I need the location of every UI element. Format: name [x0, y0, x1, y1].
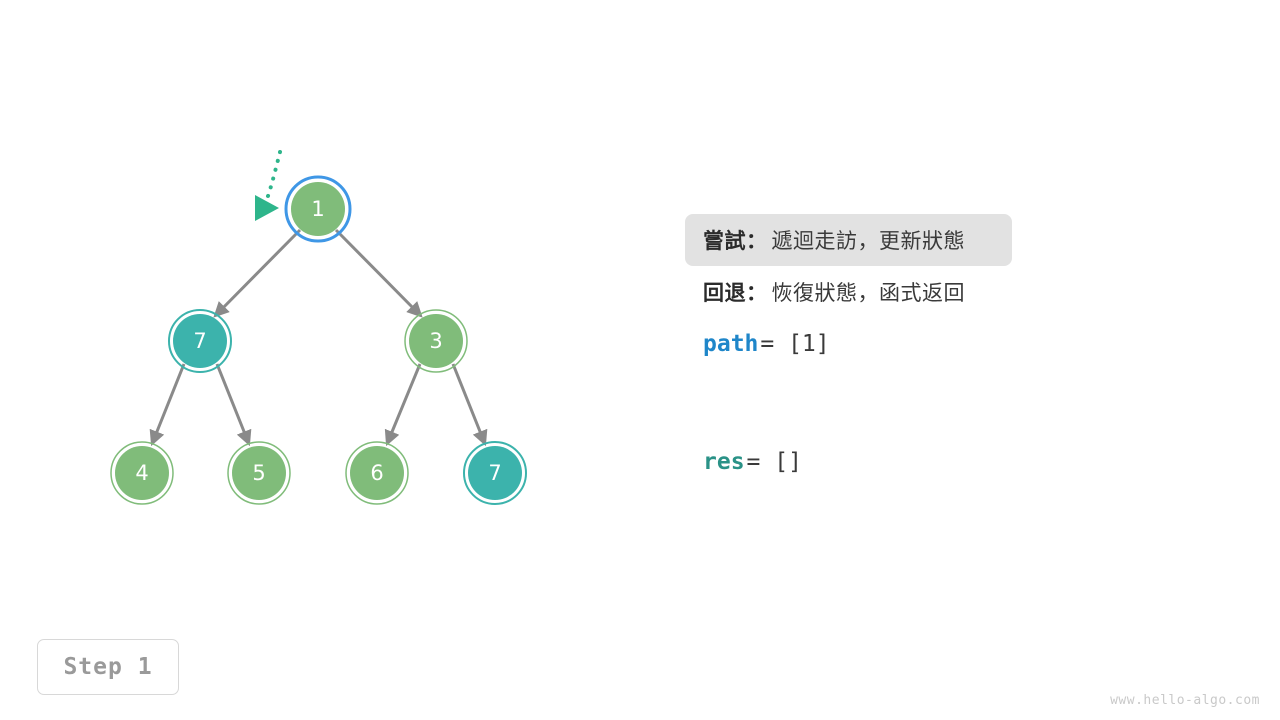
- node-1-circle: [291, 182, 345, 236]
- node-4-circle: [115, 446, 169, 500]
- node-6-label: 6: [370, 461, 383, 485]
- path-variable-value: = [1]: [760, 331, 830, 357]
- node-4-label: 4: [135, 461, 148, 485]
- edge-7-5: [215, 363, 252, 447]
- backtrack-label: 回退：: [703, 281, 768, 305]
- edge-3-6: [384, 363, 422, 447]
- node-6-ring: [345, 441, 409, 505]
- try-line: 嘗試： 遞迴走訪，更新狀態: [685, 214, 1012, 266]
- node-5-label: 5: [252, 461, 265, 485]
- tree-node-4[interactable]: 4: [110, 441, 174, 505]
- node-3-label: 3: [429, 329, 442, 353]
- tree-node-7-right[interactable]: 7: [463, 441, 527, 505]
- tree-node-6[interactable]: 6: [345, 441, 409, 505]
- node-7-right-circle: [468, 446, 522, 500]
- node-5-ring: [227, 441, 291, 505]
- path-variable-line: path = [1]: [685, 318, 1245, 370]
- edge-7-4: [149, 363, 186, 447]
- node-7-left-label: 7: [193, 329, 206, 353]
- try-text: 遞迴走訪，更新狀態: [771, 229, 965, 253]
- watermark: www.hello-algo.com: [1110, 693, 1260, 708]
- tree-node-1[interactable]: 1: [284, 175, 352, 243]
- tree-edges: [149, 228, 488, 447]
- path-variable-name: path: [703, 331, 759, 357]
- node-3-ring: [404, 309, 468, 373]
- node-7-right-label: 7: [488, 461, 501, 485]
- node-5-circle: [232, 446, 286, 500]
- step-label: Step 1: [63, 654, 153, 680]
- edge-3-7: [451, 363, 488, 447]
- node-4-ring: [110, 441, 174, 505]
- node-3-circle: [409, 314, 463, 368]
- res-variable-line: res = []: [685, 436, 1245, 488]
- node-1-ring: [284, 175, 352, 243]
- node-6-circle: [350, 446, 404, 500]
- node-7-left-ring: [168, 309, 232, 373]
- backtrack-text: 恢復狀態，函式返回: [771, 281, 965, 305]
- res-variable-value: = []: [746, 449, 802, 475]
- node-7-right-ring: [463, 441, 527, 505]
- tree-node-3[interactable]: 3: [404, 309, 468, 373]
- edge-1-7: [213, 228, 302, 318]
- try-label: 嘗試：: [703, 229, 768, 253]
- tree-node-5[interactable]: 5: [227, 441, 291, 505]
- edge-1-3: [334, 228, 423, 318]
- traversal-pointer-icon: [255, 150, 282, 221]
- res-variable-name: res: [703, 449, 745, 475]
- step-badge: Step 1: [37, 639, 179, 695]
- tree-node-7-left[interactable]: 7: [168, 309, 232, 373]
- info-panel: 嘗試： 遞迴走訪，更新狀態 回退： 恢復狀態，函式返回 path = [1] r…: [685, 214, 1245, 488]
- binary-tree-diagram: 1 7 3 4 5 6 7: [110, 150, 527, 505]
- backtrack-line: 回退： 恢復狀態，函式返回: [685, 266, 1245, 318]
- node-7-left-circle: [173, 314, 227, 368]
- node-1-label: 1: [311, 197, 324, 221]
